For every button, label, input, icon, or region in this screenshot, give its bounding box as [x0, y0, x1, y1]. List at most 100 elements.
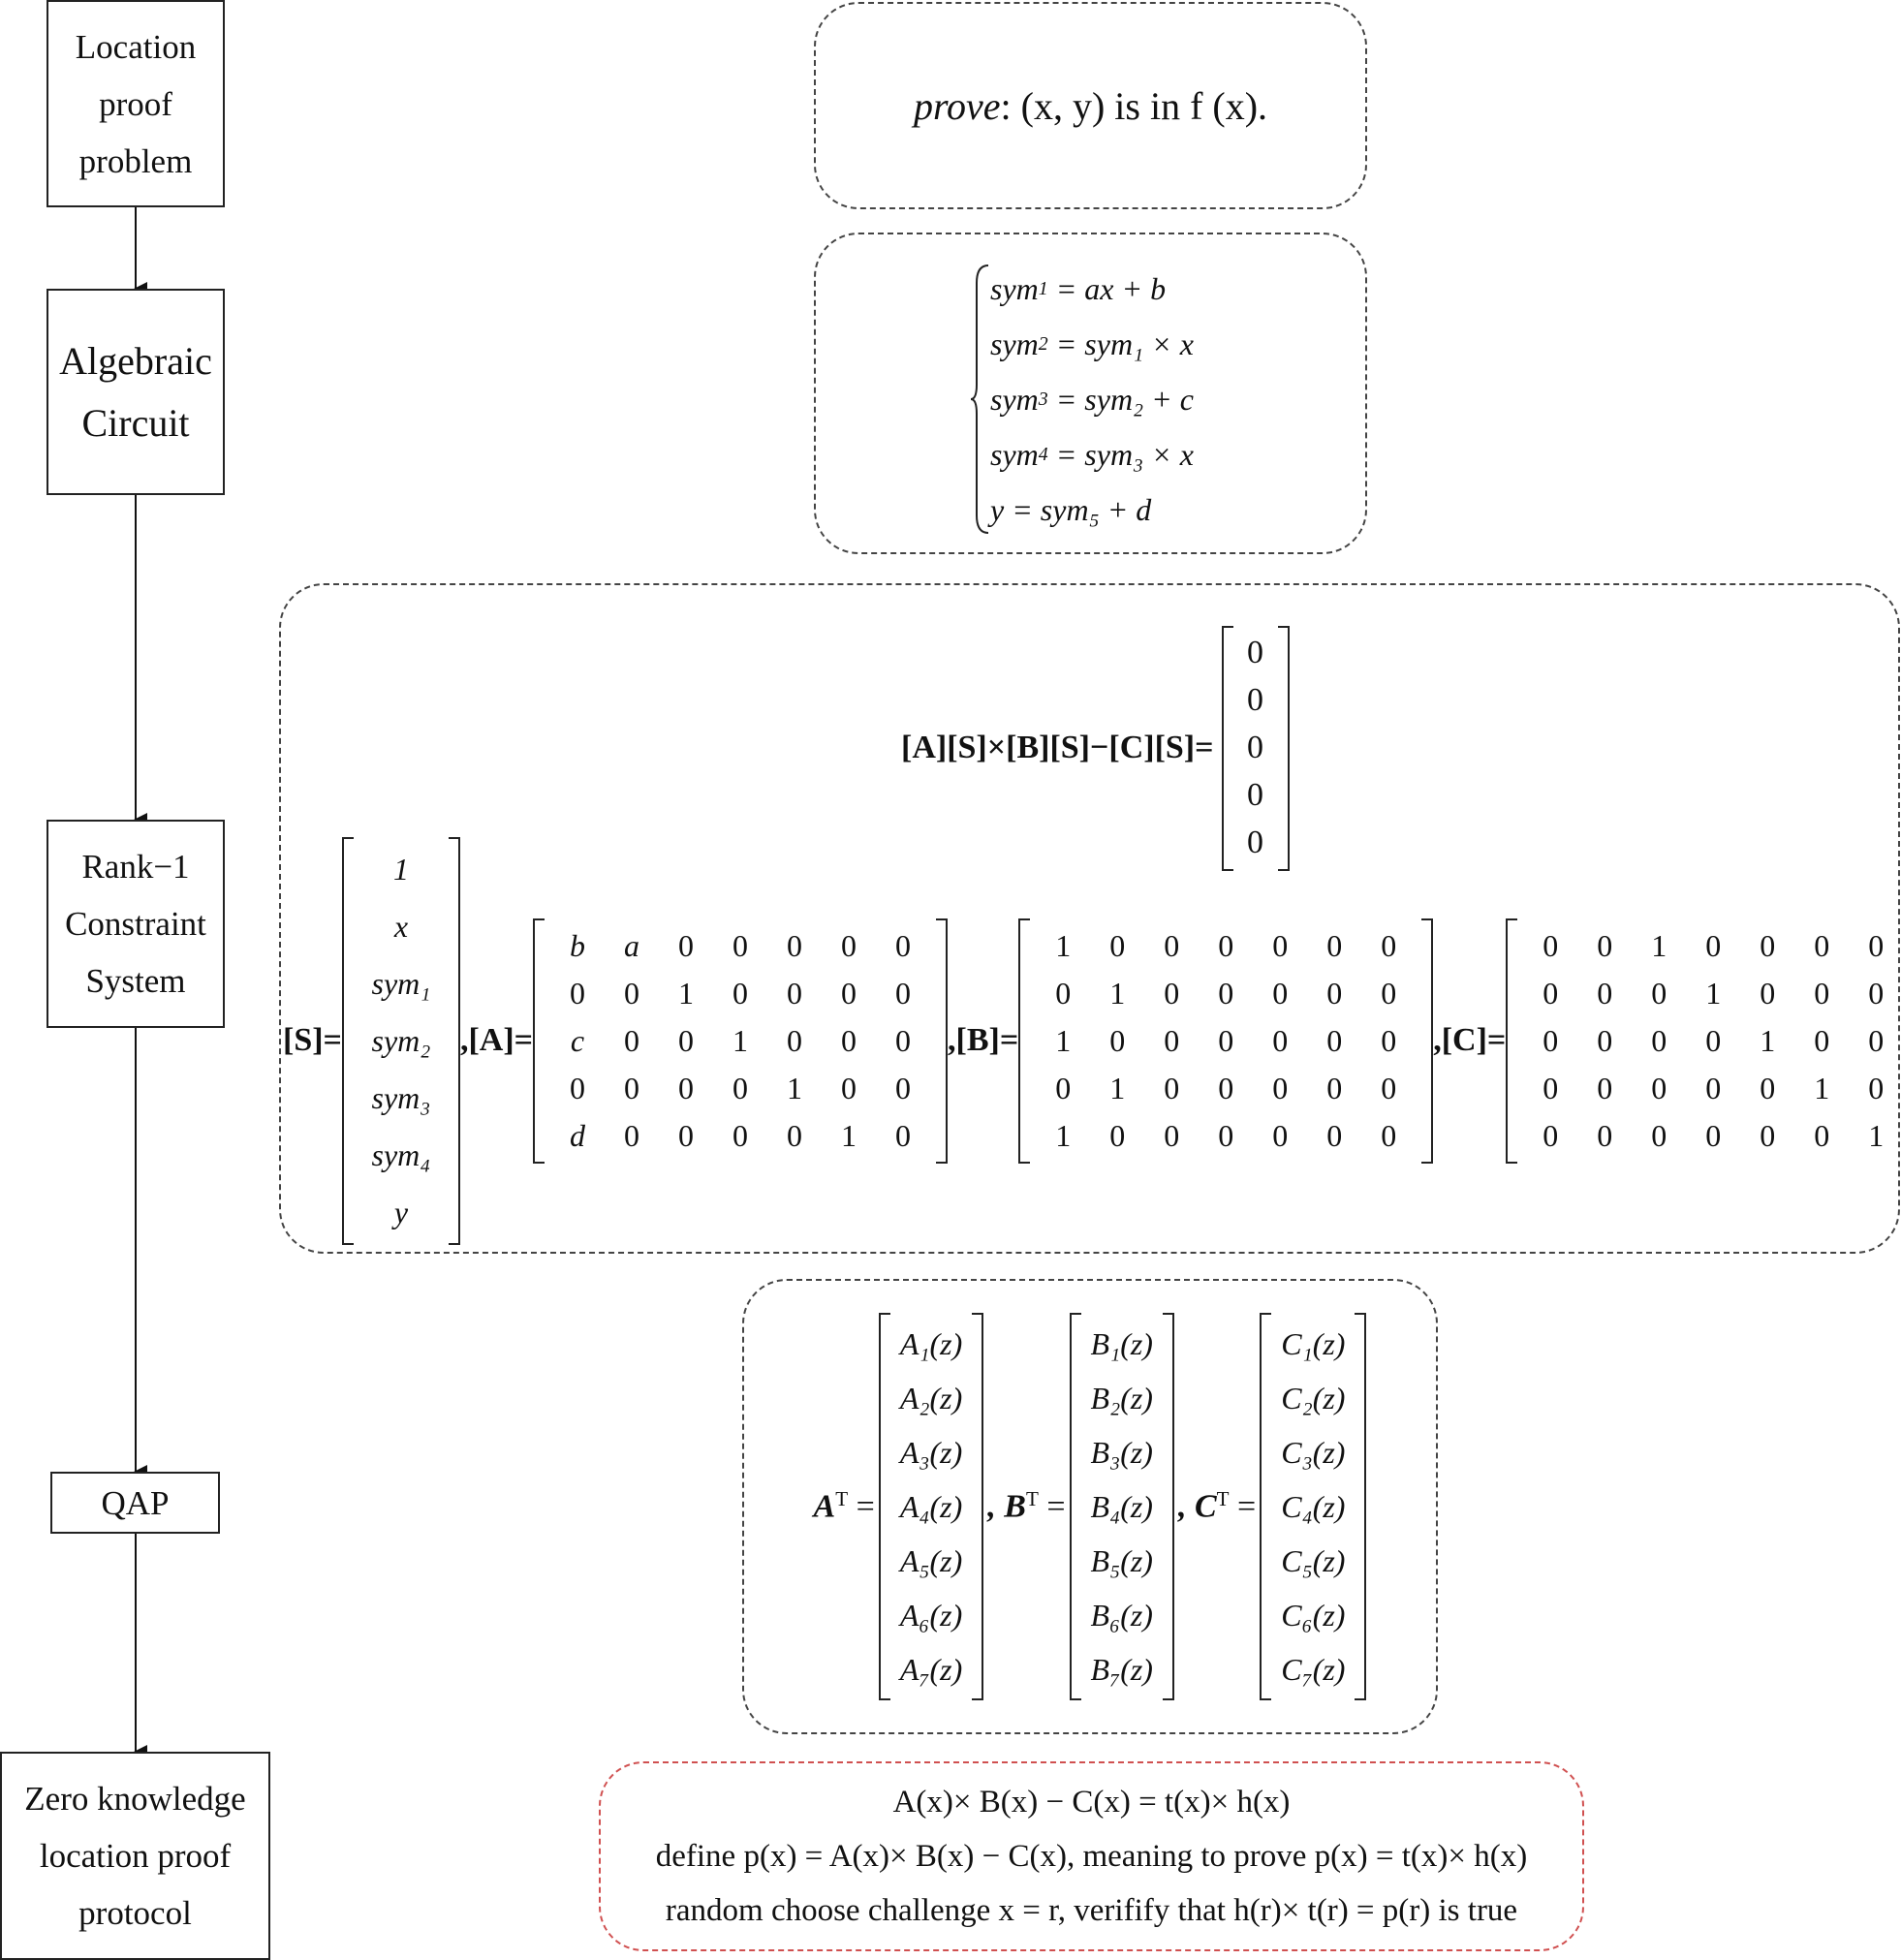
- matrix-a-entry: 0: [895, 975, 912, 1011]
- qap-b-name: , B: [987, 1488, 1026, 1525]
- matrix-a-entry: a: [624, 927, 640, 963]
- panel-prove: prove: (x, y) is in f (x).: [814, 2, 1367, 209]
- matrix-c-entry: 0: [1651, 1022, 1667, 1058]
- bracket-left: [1221, 625, 1233, 871]
- matrix-b-entry: 0: [1326, 1117, 1343, 1153]
- matrix-qap-a-grid: A₁(z)A₂(z)A₃(z)A₄(z)A₅(z)A₆(z)A₇(z): [890, 1313, 972, 1700]
- step-line: Circuit: [81, 400, 190, 445]
- matrix-b-entry: 1: [1109, 1070, 1126, 1105]
- transpose-mark: T: [835, 1487, 849, 1511]
- matrix-s-entry: x: [393, 908, 409, 944]
- matrix-s-entry: sym₁: [371, 965, 431, 1001]
- matrix-b-entry: 0: [1272, 1070, 1289, 1105]
- qap-a-entry: A₇(z): [899, 1651, 963, 1687]
- matrix-c-entry: 0: [1705, 927, 1722, 963]
- matrix-s-entry: sym₄: [371, 1136, 431, 1172]
- matrix-a-entry: 0: [732, 1070, 749, 1105]
- qap-c-name: , C: [1177, 1488, 1217, 1525]
- matrix-c-entry: 0: [1814, 927, 1830, 963]
- matrix-c-entry: 0: [1543, 1117, 1559, 1153]
- matrix-c-entry: 0: [1597, 927, 1613, 963]
- matrix-a-entry: 0: [624, 1022, 640, 1058]
- panel-protocol: A(x)× B(x) − C(x) = t(x)× h(x) define p(…: [599, 1761, 1584, 1951]
- matrix-b-entry: 0: [1218, 927, 1234, 963]
- zero-vector-entry: 0: [1247, 730, 1264, 765]
- matrix-c-entry: 0: [1651, 1070, 1667, 1105]
- matrix-b-entry: 0: [1164, 975, 1180, 1011]
- eq-sub: 2: [1038, 333, 1048, 355]
- matrix-qap-c-grid: C₁(z)C₂(z)C₃(z)C₄(z)C₅(z)C₆(z)C₇(z): [1271, 1313, 1355, 1700]
- step-line: location proof: [39, 1837, 232, 1875]
- matrix-a-entry: 0: [895, 1022, 912, 1058]
- matrix-a-entry: 0: [678, 1022, 695, 1058]
- matrix-a-entry: 0: [570, 975, 586, 1011]
- matrix-a-entry: 0: [895, 1117, 912, 1153]
- qap-a-name: A: [813, 1488, 836, 1525]
- qap-b-entry: B₅(z): [1090, 1542, 1153, 1578]
- matrix-c-entry: 1: [1868, 1117, 1885, 1153]
- matrix-b-entry: 0: [1326, 1022, 1343, 1058]
- matrix-c-entry: 0: [1543, 1022, 1559, 1058]
- eq-sub: 1: [1038, 278, 1048, 299]
- b-label: ,[B]=: [948, 1022, 1019, 1058]
- matrix-a-entry: 0: [678, 927, 695, 963]
- matrix-a-entry: 0: [624, 1070, 640, 1105]
- step-location-proof-problem: Location proof problem: [47, 0, 225, 207]
- s-label: [S]=: [283, 1022, 342, 1058]
- step-line: proof: [99, 84, 172, 123]
- matrix-c-entry: 0: [1543, 927, 1559, 963]
- step-line: Rank−1: [81, 848, 190, 886]
- matrix-b-entry: 1: [1055, 1022, 1072, 1058]
- matrix-b-entry: 0: [1164, 1070, 1180, 1105]
- qap-a-entry: A₆(z): [899, 1597, 963, 1633]
- matrix-c-entry: 0: [1868, 1022, 1885, 1058]
- step-r1cs: Rank−1 Constraint System: [47, 820, 225, 1028]
- qap-a-entry: A₁(z): [899, 1325, 963, 1361]
- matrix-c-entry: 0: [1651, 975, 1667, 1011]
- bracket-left: [1506, 918, 1518, 1164]
- qap-a-label: AT =: [814, 1487, 875, 1526]
- c-label: ,[C]=: [1433, 1022, 1507, 1058]
- matrix-a-entry: 0: [678, 1070, 695, 1105]
- matrix-c-entry: 0: [1543, 975, 1559, 1011]
- protocol-line-1: A(x)× B(x) − C(x) = t(x)× h(x): [892, 1785, 1291, 1820]
- bracket-right: [1355, 1313, 1367, 1700]
- matrix-c-entry: 0: [1868, 1070, 1885, 1105]
- bracket-left: [533, 918, 545, 1164]
- qap-c-entry: C₆(z): [1281, 1597, 1346, 1633]
- qap-a-entry: A₄(z): [899, 1488, 963, 1524]
- matrix-b-entry: 0: [1381, 1022, 1397, 1058]
- zero-vector-entry: 0: [1247, 824, 1264, 860]
- matrix-b-entry: 0: [1218, 1070, 1234, 1105]
- prove-word: prove: [913, 83, 1001, 128]
- qap-a-entry: A₃(z): [899, 1434, 963, 1470]
- eq-lhs: y: [990, 492, 1005, 527]
- matrix-a-entry: 0: [841, 1022, 857, 1058]
- bracket-left: [878, 1313, 890, 1700]
- prove-text: : (x, y) is in f (x).: [1000, 83, 1268, 128]
- matrix-b-entry: 0: [1326, 975, 1343, 1011]
- matrix-b-entry: 1: [1055, 1117, 1072, 1153]
- qap-c-entry: C₅(z): [1281, 1542, 1346, 1578]
- matrix-a-entry: 1: [787, 1070, 803, 1105]
- matrix-b-entry: 0: [1326, 927, 1343, 963]
- qap-a-entry: A₂(z): [899, 1380, 963, 1416]
- matrix-qap-c: C₁(z)C₂(z)C₃(z)C₄(z)C₅(z)C₆(z)C₇(z): [1260, 1313, 1367, 1700]
- matrix-b-entry: 0: [1109, 1117, 1126, 1153]
- matrix-s-entry: sym₂: [371, 1022, 431, 1058]
- matrix-b-entry: 0: [1272, 1117, 1289, 1153]
- matrix-c-entry: 0: [1597, 975, 1613, 1011]
- matrix-c-entry: 0: [1760, 975, 1776, 1011]
- matrix-c-entry: 0: [1868, 927, 1885, 963]
- matrix-a-entry: c: [570, 1022, 585, 1058]
- step-zk-protocol: Zero knowledge location proof protocol: [0, 1752, 270, 1960]
